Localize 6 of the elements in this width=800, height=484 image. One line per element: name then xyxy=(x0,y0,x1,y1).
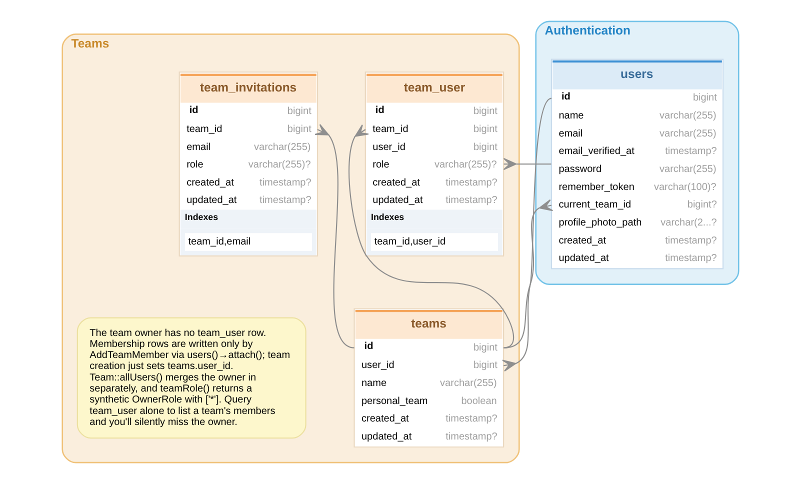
connector xyxy=(314,124,354,348)
connector xyxy=(503,199,553,348)
connector xyxy=(348,124,514,348)
connector xyxy=(502,158,551,170)
connector xyxy=(502,98,552,372)
node-box: The team owner has no team_user row. Membership rows are written only by AddTeamMember via users()→attach(); team creation just sets teams.user_id. Team::allUsers() merges the owner in separately, and teamRole() returns a synthetic OwnerRole with ['*']. Query team_user alone to list a team's members and you'll silently miss the owner. xyxy=(76,317,306,439)
